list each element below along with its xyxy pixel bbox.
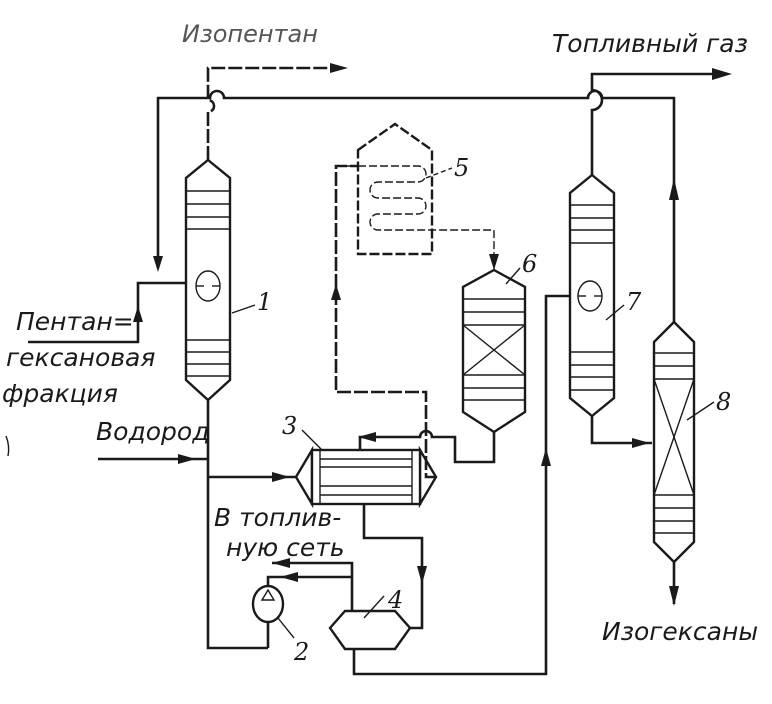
leader-8 [686,401,715,421]
isopentane-arrow [330,63,348,73]
label-1: 1 [257,288,272,316]
column-1 [184,158,232,402]
to-column-7-line [352,294,570,676]
label-8: 8 [716,388,731,416]
reactor-6 [461,268,527,434]
to-fuel-net-arrow [272,558,290,568]
leader-5 [425,167,453,179]
leader-3 [301,429,323,451]
isohexanes-arrow [669,586,679,606]
to-reactor-8-arrow [632,438,650,448]
label-2: 2 [293,638,309,666]
to-column-7-arrow [541,448,551,466]
to-separator-line [362,504,424,630]
separator-gas-line [272,561,354,611]
fuel-net-label-line-1: В топлив- [214,503,341,532]
fuel-gas-label: Топливный газ [552,29,748,58]
arrow-down-left [153,256,163,272]
column-1-bottom-line [206,400,268,650]
isopentane-line [206,66,330,160]
feed-label-line-1: Пентан= [16,307,134,336]
exchanger-top-arrow [358,432,376,442]
fuel-gas-line [590,72,712,175]
to-compressor-arrow [280,572,298,582]
label-4: 4 [387,586,403,614]
to-compressor-line [266,575,352,588]
to-reactor-8-line [590,416,652,445]
leader-7 [605,304,625,321]
arrow-up-8 [669,178,679,200]
label-7: 7 [626,288,642,316]
reactor-8 [652,320,696,564]
isopentane-label: Изопентан [182,20,318,48]
hydrogen-arrow [178,454,196,464]
label-5: 5 [454,154,469,182]
fuel-net-label-line-2: ную сеть [226,533,345,562]
recycle-line [156,96,202,268]
separator-4 [328,609,412,651]
to-separator-arrow [417,566,427,584]
feed-label-line-3: фракция [2,379,118,408]
leader-1 [231,304,256,314]
furnace-5 [336,122,495,270]
feed-arrow [133,306,143,322]
feed-label-line-2: гексановая [6,343,155,372]
label-3: 3 [282,412,297,440]
scan-artifact [5,435,10,457]
to-reactor-6-arrow [489,254,499,270]
to-furnace-arrow [331,284,341,300]
hydrogen-label: Водород [96,417,209,446]
leader-2 [277,617,295,639]
isohexanes-label: Изогексаны [602,617,758,646]
label-6: 6 [522,250,537,278]
column-7 [568,173,616,418]
reactor-6-outlet-line [358,429,496,464]
compressor-2 [251,584,285,624]
leader-6 [505,267,521,285]
leader-4 [363,595,385,619]
fuel-gas-arrow [712,68,732,80]
heat-exchanger-3 [294,445,438,509]
exchanger-in-arrow [272,472,290,482]
